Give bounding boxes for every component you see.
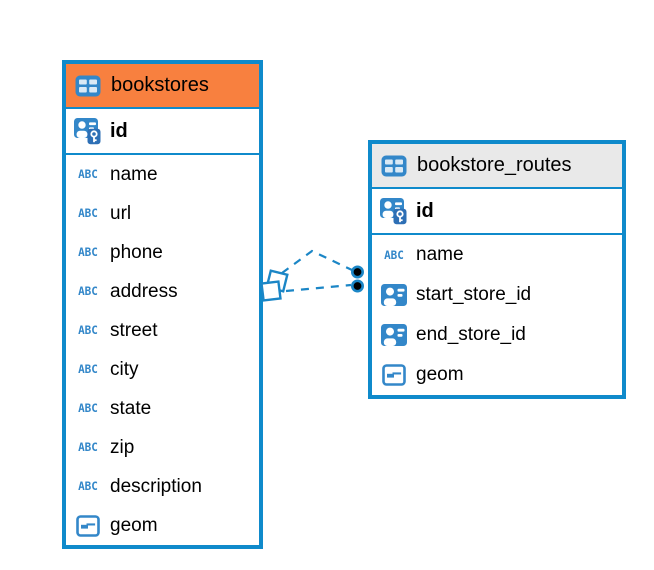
geometry-type-icon	[380, 364, 408, 386]
column-name: city	[110, 358, 139, 380]
primary-key-icon	[380, 197, 408, 225]
text-type-icon: ABC	[78, 167, 98, 182]
text-type-icon: ABC	[384, 248, 404, 262]
column-row-description[interactable]: ABC description	[66, 467, 259, 506]
column-row-street[interactable]: ABC street	[66, 311, 259, 350]
column-name: address	[110, 280, 178, 302]
relationship-diamond-endpoint	[260, 280, 282, 302]
text-type-icon: ABC	[78, 245, 98, 260]
column-name: state	[110, 397, 152, 419]
column-row-phone[interactable]: ABC phone	[66, 233, 259, 272]
relationship-line-start-store[interactable]	[281, 249, 353, 274]
column-name: id	[416, 199, 434, 222]
relationship-dot-endpoint	[350, 279, 364, 293]
text-type-icon: ABC	[78, 284, 98, 299]
column-row-state[interactable]: ABC state	[66, 389, 259, 428]
column-name: geom	[110, 514, 158, 536]
column-row-name[interactable]: ABC name	[66, 155, 259, 194]
column-row-city[interactable]: ABC city	[66, 350, 259, 389]
geometry-type-icon	[74, 514, 102, 537]
table-icon	[74, 75, 102, 97]
table-icon	[380, 155, 408, 177]
text-type-icon: ABC	[78, 440, 98, 455]
column-row-url[interactable]: ABC url	[66, 194, 259, 233]
relationship-line-end-store[interactable]	[285, 283, 352, 293]
column-row-geom[interactable]: geom	[372, 355, 622, 395]
text-type-icon: ABC	[78, 362, 98, 377]
column-name: name	[110, 163, 158, 185]
column-name: phone	[110, 241, 163, 263]
table-header-bookstores[interactable]: bookstores	[66, 64, 259, 109]
text-type-icon: ABC	[78, 323, 98, 338]
column-name: url	[110, 202, 132, 224]
column-name: id	[110, 119, 128, 142]
column-name: street	[110, 319, 158, 341]
column-name: zip	[110, 436, 135, 458]
column-row-id[interactable]: id	[66, 109, 259, 155]
primary-key-icon	[74, 117, 102, 145]
column-name: description	[110, 475, 202, 497]
column-row-end-store-id[interactable]: end_store_id	[372, 315, 622, 355]
table-bookstores[interactable]: bookstores id ABC name	[62, 60, 263, 549]
text-type-icon: ABC	[78, 206, 98, 221]
column-name: start_store_id	[416, 284, 532, 305]
text-type-icon: ABC	[78, 401, 98, 416]
relationship-dot-endpoint	[350, 265, 364, 279]
column-name: geom	[416, 364, 464, 385]
column-row-geom[interactable]: geom	[66, 506, 259, 545]
column-row-address[interactable]: ABC address	[66, 272, 259, 311]
column-row-id[interactable]: id	[372, 189, 622, 235]
column-name: end_store_id	[416, 324, 526, 345]
table-header-bookstore-routes[interactable]: bookstore_routes	[372, 144, 622, 189]
reference-id-icon	[380, 324, 408, 346]
column-row-start-store-id[interactable]: start_store_id	[372, 275, 622, 315]
table-bookstore-routes[interactable]: bookstore_routes id ABC name	[368, 140, 626, 399]
table-title: bookstore_routes	[417, 154, 572, 176]
text-type-icon: ABC	[78, 479, 98, 494]
column-row-zip[interactable]: ABC zip	[66, 428, 259, 467]
table-title: bookstores	[111, 74, 209, 96]
column-row-name[interactable]: ABC name	[372, 235, 622, 275]
reference-id-icon	[380, 284, 408, 306]
column-name: name	[416, 244, 464, 265]
